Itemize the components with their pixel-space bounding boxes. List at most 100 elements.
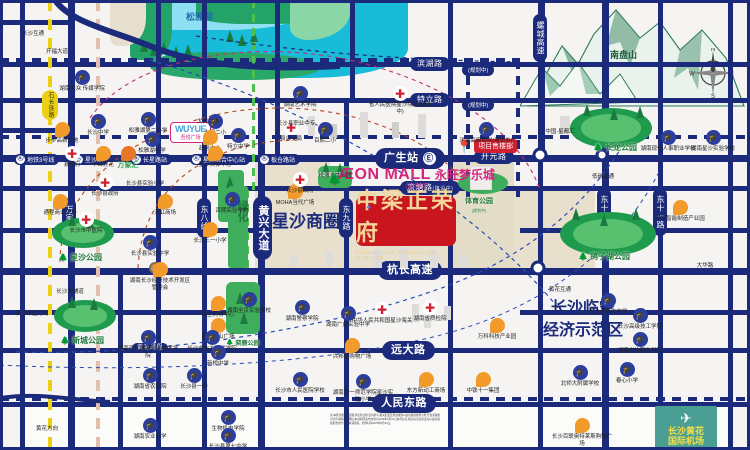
- road-label-dongjiu: 东九路: [339, 198, 353, 238]
- poi-marker[interactable]: 湖南长沙经济技术开发区管委会: [128, 262, 192, 292]
- poi-label: 长沙市中医院: [69, 228, 103, 234]
- poi-marker[interactable]: 长沙县职业中专: [264, 120, 328, 128]
- metro-station[interactable]: Ⓔ 长星路站: [130, 154, 173, 165]
- poi-label: 洋湖高级中学(建设中): [459, 138, 513, 144]
- poi-marker[interactable]: 恒生购物中心: [186, 296, 250, 319]
- poi-marker[interactable]: 🎓湖南现代人事职业学校: [636, 130, 700, 153]
- poi-marker[interactable]: 通程商业广场: [28, 194, 92, 217]
- poi-marker[interactable]: ✚省人民医院星沙院区(建设中): [368, 86, 432, 116]
- poi-marker[interactable]: 开阳智能制造产业园: [648, 200, 712, 223]
- poi-label: 恒生购物中心: [201, 312, 235, 318]
- poi-marker[interactable]: 🎓湖南警察学院: [270, 300, 334, 323]
- poi-marker[interactable]: 开福大道: [25, 48, 89, 56]
- poi-marker[interactable]: 🎓湖南现代物流职业技术学院: [116, 330, 180, 360]
- poi-marker[interactable]: 东方新动工商场: [394, 372, 458, 395]
- metro-station[interactable]: Ⓔ 板仓路站: [258, 154, 301, 165]
- metro-station-guangsheng[interactable]: 广生站 Ⓔ: [375, 148, 445, 169]
- poi-marker[interactable]: 低碳互通: [571, 173, 635, 181]
- edu-icon: 🎓: [572, 365, 588, 380]
- edu-icon: 🎓: [90, 114, 106, 129]
- poi-marker[interactable]: 星沙文体中心: [183, 146, 247, 169]
- poi-marker[interactable]: 长沙互通: [1, 30, 65, 38]
- poi-marker[interactable]: 长沙百联奥特莱斯购物广场: [550, 418, 614, 448]
- park-icon: 🌲: [60, 336, 70, 345]
- poi-marker[interactable]: 🎓湖南全京实验学校: [217, 292, 281, 315]
- poi-marker[interactable]: 🎓湖南大众 传媒学院: [50, 70, 114, 93]
- poi-marker[interactable]: 🎓湖南艺术学院: [268, 86, 332, 109]
- poi-marker[interactable]: 🎓松雅湖中学: [120, 132, 184, 155]
- building: [290, 255, 297, 267]
- poi-marker[interactable]: 🎓长沙县第六中学: [576, 293, 640, 316]
- poi-label: 湖南农业大学: [133, 434, 167, 440]
- project-block[interactable]: ✦ 中梁正荣府 ZHONGLIANG ZHENGRONG MANSION: [356, 188, 456, 260]
- poi-marker[interactable]: 🎓松雅湖第二小学: [116, 112, 180, 135]
- poi-marker[interactable]: 万科科技产业园: [465, 318, 529, 341]
- poi-label: 湖南省许职业学院: [617, 348, 662, 354]
- poi-marker[interactable]: 黄花互通: [528, 286, 592, 294]
- poi-marker[interactable]: ✚县公安局: [259, 120, 323, 143]
- svg-text:S: S: [711, 94, 715, 98]
- poi-marker[interactable]: 中国·星都汇: [528, 128, 592, 136]
- poi-marker[interactable]: MOHA当代广场: [263, 184, 327, 207]
- poi-marker[interactable]: 🎓长沙中学: [66, 114, 130, 137]
- poi-label: 北师大附属学校: [560, 381, 600, 387]
- poi-marker[interactable]: ✚长沙市中医院: [54, 212, 118, 235]
- poi-marker[interactable]: 🎓长沙市人民医院学校: [268, 372, 332, 395]
- poi-marker[interactable]: 长沙三一小学: [178, 222, 242, 245]
- poi-marker[interactable]: 长沙县实验小学: [113, 180, 177, 188]
- building: [424, 316, 431, 328]
- poi-marker[interactable]: ✚县政府: [40, 146, 104, 169]
- poi-marker[interactable]: 🌲松雅水体公园: [303, 172, 367, 186]
- disclaimer-text: 注:本区位图为示意图,非实际比例,仅供参考,相关配套及周边规划以政府最终规划为准…: [330, 414, 440, 425]
- poi-marker[interactable]: 🎓北师大附属学校: [548, 365, 612, 388]
- poi-marker[interactable]: 天虹商场: [133, 194, 197, 217]
- sales-office-marker[interactable]: 📍 项目售楼部: [456, 139, 518, 153]
- poi-label: 低碳互通: [591, 174, 614, 180]
- project-subtitle: ZHONGLIANG ZHENGRONG MANSION: [356, 249, 437, 260]
- poi-marker[interactable]: 步步高新天地: [30, 122, 94, 145]
- poi-label: 黄花互通: [548, 287, 571, 293]
- poi-marker[interactable]: ✚长沙县政府: [73, 175, 137, 198]
- poi-marker[interactable]: 🎓湖南第一师范学院星沙实验小学: [331, 374, 395, 404]
- poi-marker[interactable]: 🎓特立中学: [206, 128, 270, 151]
- poi-marker[interactable]: 🎓湖南省农科院: [118, 368, 182, 391]
- poi-marker[interactable]: 🎓湖南星沙实验学校: [681, 130, 745, 153]
- edu-icon: 🎓: [355, 374, 371, 389]
- poi-marker[interactable]: 大同二小: [176, 118, 240, 126]
- metro-station[interactable]: Ⓔ 星沙站: [72, 154, 109, 165]
- poi-marker[interactable]: 🎓春心小学: [595, 362, 659, 385]
- road-label-shichang-railway: 石长铁路: [42, 90, 58, 120]
- poi-marker[interactable]: ✚长沙县政府: [268, 172, 332, 195]
- poi-marker[interactable]: 兴邦星购物广场: [320, 338, 384, 361]
- poi-label: 长沙县实验中学: [130, 251, 170, 257]
- poi-marker[interactable]: 中铁十一集团: [451, 372, 515, 395]
- poi-marker[interactable]: 黄花方向: [15, 425, 79, 433]
- shop-icon: [489, 318, 505, 333]
- poi-marker[interactable]: 🎓百熙实验学校: [200, 192, 264, 215]
- poi-marker[interactable]: 🎓百熙二小: [293, 122, 357, 145]
- poi-marker[interactable]: 🎓湖南省许职业学院: [608, 332, 672, 355]
- poi-marker[interactable]: 🎓洋湖高级中学(建设中): [454, 122, 518, 145]
- poi-marker[interactable]: 🎓长沙县一中: [162, 368, 226, 391]
- metro-logo-icon: Ⓔ: [16, 155, 25, 164]
- edu-icon: 🎓: [186, 368, 202, 383]
- poi-marker[interactable]: 🎓长沙高级技工学院: [608, 308, 672, 331]
- airport-marker: ✈ 长沙黄花国际机场: [655, 406, 717, 450]
- tree-icon: [632, 208, 640, 220]
- shop-icon: [344, 338, 360, 353]
- poi-marker[interactable]: ✚湖南省质检院: [398, 300, 462, 323]
- poi-marker[interactable]: 🎓长沙县第七中学: [196, 428, 260, 450]
- building: [470, 166, 492, 190]
- poi-marker[interactable]: 🎓长沙县实验中学: [118, 235, 182, 258]
- poi-marker[interactable]: 大华路: [673, 262, 737, 270]
- poi-marker[interactable]: 🎓湖南广益实验中学: [316, 306, 380, 329]
- poi-marker[interactable]: 长沙北辅道: [38, 288, 102, 296]
- poi-marker[interactable]: 长沙市区方向: [0, 310, 64, 318]
- tree-icon: [238, 34, 246, 46]
- poi-marker[interactable]: 🎓湖南农业大学: [118, 418, 182, 441]
- poi-marker[interactable]: 万象汇: [96, 146, 160, 171]
- poi-marker[interactable]: 卜峰莲花: [71, 146, 135, 169]
- tree-icon: [226, 30, 234, 42]
- poi-marker[interactable]: ✚中华人民共和国星沙海关: [350, 302, 414, 325]
- poi-marker[interactable]: 🎓新桥中学: [186, 345, 250, 368]
